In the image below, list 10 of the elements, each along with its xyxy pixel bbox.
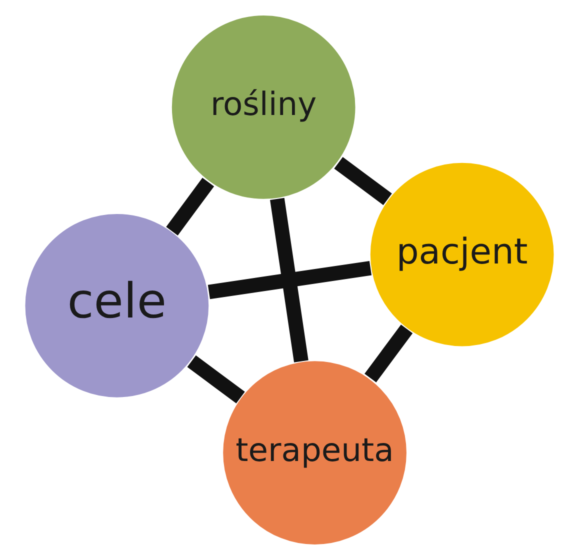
node-circle: terapeuta bbox=[220, 360, 408, 546]
connector bbox=[364, 324, 412, 382]
connector bbox=[334, 157, 392, 206]
connector bbox=[186, 355, 244, 404]
node-circle: rośliny bbox=[170, 14, 356, 200]
connector bbox=[207, 260, 372, 300]
node-circle: pacjent bbox=[368, 161, 555, 348]
node-circle: cele bbox=[23, 212, 210, 399]
connector bbox=[166, 178, 214, 236]
connector bbox=[270, 198, 308, 362]
